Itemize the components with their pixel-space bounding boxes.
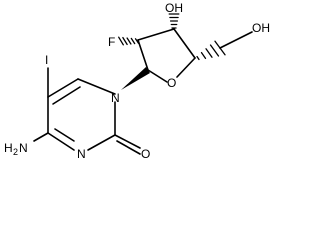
bond-c2-carbonyl-double <box>116 140 141 155</box>
amino-h-label: H <box>4 141 13 155</box>
bond-c6-c5 <box>47 78 79 98</box>
hydroxyl-3prime-label: OH <box>165 1 183 15</box>
bond-c1prime-c2prime <box>137 39 149 71</box>
bond-c2prime-c3prime <box>137 28 175 41</box>
carbonyl-oxygen-label: O <box>141 147 150 161</box>
ring-oxygen-label: O <box>167 76 176 90</box>
ring-nitrogen-3-label: N <box>77 147 86 161</box>
chemical-structure: I F OH OH O N N O H 2 N <box>4 1 270 161</box>
hash-c2prime-fluorine <box>118 36 140 46</box>
iodine-label: I <box>45 53 48 67</box>
amino-group-label: H 2 N <box>4 141 28 157</box>
hash-c3prime-hydroxyl <box>168 13 180 29</box>
hash-c4prime-c5prime <box>196 40 226 61</box>
bond-c5prime-o5prime <box>219 31 253 49</box>
bond-c6-c5-double <box>52 86 81 105</box>
amino-subscript-label: 2 <box>13 147 18 157</box>
bond-n1-c6 <box>77 78 116 95</box>
wedge-n1-c1prime <box>121 67 150 90</box>
bond-n3-c2 <box>87 134 116 151</box>
amino-n-label: N <box>19 141 28 155</box>
bond-c4-n3-double <box>54 128 75 142</box>
bond-c4-amino <box>33 132 49 142</box>
ring-nitrogen-1-label: N <box>111 91 120 105</box>
bond-ring-o-c1prime <box>147 69 168 83</box>
bond-c4prime-ring-o <box>176 57 196 78</box>
hydroxyl-5prime-label: OH <box>252 21 270 35</box>
bond-c2-carbonyl <box>114 134 141 149</box>
bond-c4-n3 <box>47 132 75 151</box>
fluorine-label: F <box>108 35 115 49</box>
bond-c3prime-c4prime <box>173 28 196 59</box>
